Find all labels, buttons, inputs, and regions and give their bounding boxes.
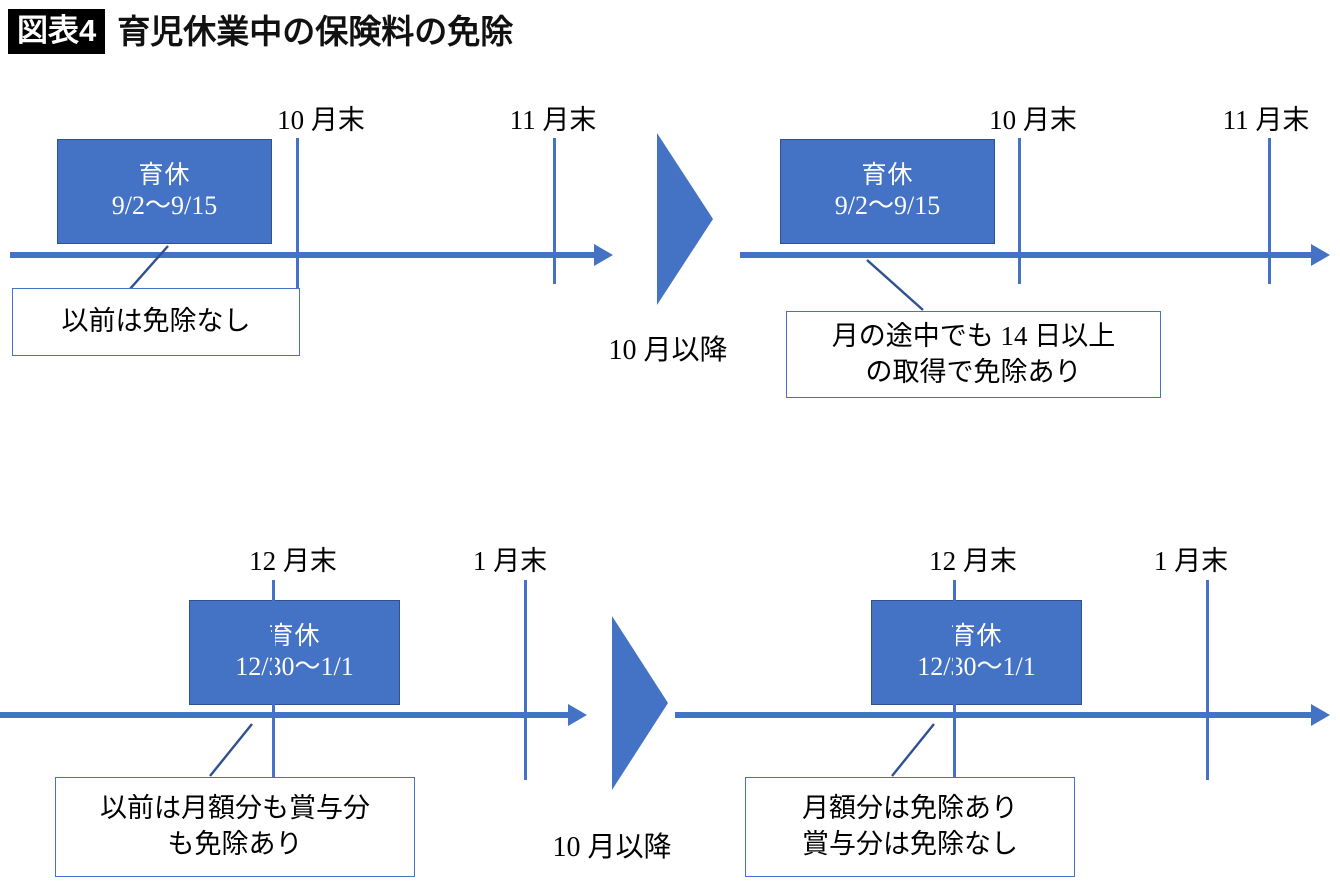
tick-label-top-right-0: 10 月末: [989, 105, 1077, 135]
tick-label-bottom-left-1: 1 月末: [472, 546, 548, 576]
timeline-arrowhead-icon-bottom-right: [1311, 704, 1330, 726]
transition-arrow-icon-bottom: [612, 616, 668, 790]
tick-label-bottom-left-0: 12 月末: [249, 546, 337, 576]
leave-period-box-bottom-left: 育休 12/30〜1/1: [189, 600, 400, 705]
tick-line-top-right-0: [1018, 138, 1021, 284]
callout-line-1: 以前は免除なし: [61, 306, 251, 337]
callout-line-2: も免除あり: [167, 829, 303, 859]
transition-arrow-caption-top: 10 月以降: [608, 335, 728, 366]
tick-line-top-left-0: [296, 138, 299, 356]
callout-line-2: 賞与分は免除なし: [802, 829, 1018, 859]
tick-line-bottom-left-0: [272, 580, 275, 780]
callout-line-1: 月の途中でも 14 日以上: [831, 320, 1116, 351]
leave-box-dates: 9/2〜9/15: [834, 190, 941, 220]
leave-period-box-top-left: 育休 9/2〜9/15: [57, 139, 272, 244]
timeline-arrowhead-icon-top-left: [594, 244, 613, 266]
leave-box-label: 育休: [268, 622, 321, 651]
tick-label-bottom-right-0: 12 月末: [929, 546, 1017, 576]
timeline-arrowhead-icon-top-right: [1311, 244, 1330, 266]
tick-line-bottom-right-0: [953, 580, 956, 780]
page-title: 図表4 育児休業中の保険料の免除: [8, 8, 513, 54]
callout-line-1: 月額分は免除あり: [802, 793, 1018, 824]
tick-line-top-right-1: [1268, 138, 1271, 284]
timeline-axis-bottom-left: [0, 712, 570, 718]
timeline-axis-top-right: [740, 252, 1312, 258]
tick-label-top-left-0: 10 月末: [277, 105, 365, 135]
callout-line-1: 以前は月額分も賞与分: [100, 793, 370, 824]
callout-box-bottom-left: 以前は月額分も賞与分 も免除あり: [55, 777, 415, 877]
figure-number-badge: 図表4: [8, 8, 106, 54]
tick-line-top-left-1: [553, 138, 556, 284]
tick-label-top-right-1: 11 月末: [1222, 105, 1310, 135]
leave-box-dates: 12/30〜1/1: [235, 651, 354, 681]
callout-box-top-left: 以前は免除なし: [12, 288, 300, 356]
tick-label-top-left-1: 11 月末: [509, 105, 597, 135]
timeline-arrowhead-icon-bottom-left: [568, 704, 587, 726]
leader-line-bottom-left: [209, 723, 253, 777]
leader-line-bottom-right: [891, 723, 935, 777]
tick-label-bottom-right-1: 1 月末: [1153, 546, 1229, 576]
leave-box-label: 育休: [861, 161, 914, 190]
callout-box-top-right: 月の途中でも 14 日以上 の取得で免除あり: [786, 311, 1161, 398]
callout-line-2: の取得で免除あり: [865, 356, 1082, 387]
leave-box-label: 育休: [950, 622, 1003, 651]
timeline-axis-top-left: [10, 252, 596, 258]
transition-arrow-icon-top: [657, 133, 713, 305]
figure-title-text: 育児休業中の保険料の免除: [117, 12, 514, 50]
leave-period-box-top-right: 育休 9/2〜9/15: [780, 139, 995, 244]
callout-box-bottom-right: 月額分は免除あり 賞与分は免除なし: [745, 777, 1075, 877]
leave-box-dates: 12/30〜1/1: [917, 651, 1036, 681]
transition-arrow-caption-bottom: 10 月以降: [552, 832, 672, 863]
leave-period-box-bottom-right: 育休 12/30〜1/1: [871, 600, 1082, 705]
leader-line-top-right: [866, 259, 924, 311]
leave-box-label: 育休: [138, 161, 191, 190]
leave-box-dates: 9/2〜9/15: [111, 190, 218, 220]
timeline-axis-bottom-right: [675, 712, 1312, 718]
tick-line-bottom-right-1: [1206, 580, 1209, 780]
tick-line-bottom-left-1: [524, 580, 527, 780]
